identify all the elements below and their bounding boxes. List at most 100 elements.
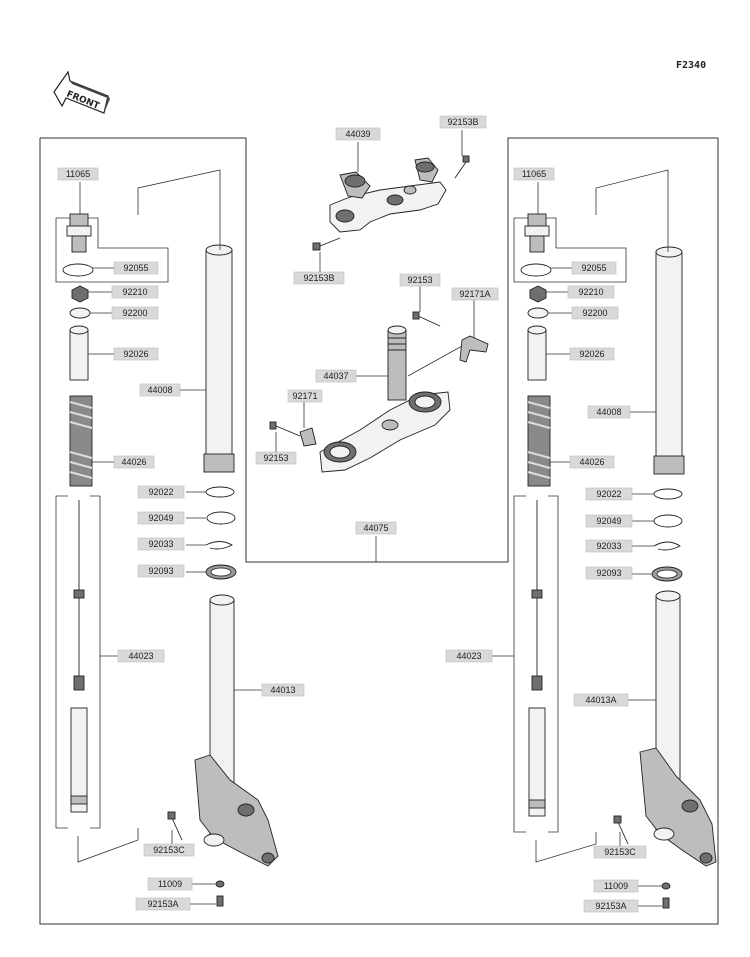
label-text: 11065 bbox=[522, 169, 546, 179]
label-left-gasket: 11009 bbox=[147, 877, 193, 891]
right-cap-part bbox=[524, 213, 550, 253]
label-text: 92153C bbox=[604, 847, 636, 857]
left-axle-bolt-part bbox=[167, 811, 183, 841]
label-text: 44039 bbox=[345, 129, 370, 139]
label-text: 44013 bbox=[270, 685, 295, 695]
right-axle-bolt-part bbox=[613, 815, 629, 845]
label-right-washer: 92200 bbox=[571, 306, 619, 320]
label-text: 44037 bbox=[323, 371, 348, 381]
label-text: 92026 bbox=[579, 349, 604, 359]
upper-bracket-lower-bolt-part bbox=[312, 237, 341, 251]
label-text: 92153B bbox=[303, 273, 334, 283]
label-bracket-92171: 92171 bbox=[287, 389, 323, 403]
label-right-drain-bolt: 92153A bbox=[583, 899, 639, 913]
label-text: 11009 bbox=[604, 881, 628, 891]
left-oring-part bbox=[62, 263, 94, 277]
label-text: 44023 bbox=[128, 651, 153, 661]
label-text: 44008 bbox=[596, 407, 621, 417]
clamp-part bbox=[459, 335, 489, 363]
label-left-inner-tube: 44013 bbox=[261, 683, 305, 697]
label-left-dust-seal: 92093 bbox=[137, 564, 185, 578]
label-text: 92055 bbox=[581, 263, 606, 273]
frames bbox=[39, 137, 719, 925]
left-dust-seal-part bbox=[205, 564, 237, 580]
left-nut-part bbox=[71, 285, 89, 303]
label-right-gasket: 11009 bbox=[593, 879, 639, 893]
label-left-oil-seal: 92049 bbox=[137, 511, 185, 525]
label-left-circlip: 92033 bbox=[137, 537, 185, 551]
right-gasket-part bbox=[661, 882, 671, 890]
label-right-dust-seal: 92093 bbox=[585, 566, 633, 580]
left-inner-tube-part bbox=[194, 594, 279, 867]
steering-stem-part bbox=[319, 325, 451, 473]
right-drain-bolt-part bbox=[662, 897, 670, 909]
label-text: 44008 bbox=[147, 385, 172, 395]
label-upper-bracket-bolt: 92153B bbox=[439, 115, 487, 129]
label-text: 92093 bbox=[148, 566, 173, 576]
label-right-axle-bolt: 92153C bbox=[593, 845, 647, 859]
label-stem-assy: 44075 bbox=[355, 521, 397, 535]
label-steering-stem: 44037 bbox=[315, 369, 357, 383]
label-text: 92153 bbox=[407, 275, 432, 285]
upper-bracket-part bbox=[329, 157, 447, 233]
right-nut-part bbox=[529, 285, 547, 303]
label-text: 92026 bbox=[123, 349, 148, 359]
label-text: 92171A bbox=[459, 289, 490, 299]
label-text: 92153C bbox=[153, 845, 185, 855]
label-right-oring: 92055 bbox=[571, 261, 617, 275]
left-washer-part bbox=[69, 307, 91, 319]
label-left-oring: 92055 bbox=[113, 261, 159, 275]
label-text: 44023 bbox=[456, 651, 481, 661]
label-text: 92200 bbox=[122, 308, 147, 318]
label-clamp: 92171A bbox=[451, 287, 499, 301]
label-left-collar: 92026 bbox=[113, 347, 159, 361]
left-outer-tube-part bbox=[203, 244, 235, 473]
label-text: 92055 bbox=[123, 263, 148, 273]
label-text: 92153B bbox=[447, 117, 478, 127]
left-cap-part bbox=[66, 213, 92, 253]
right-washer-part bbox=[527, 307, 549, 319]
label-left-outer-tube: 44008 bbox=[139, 383, 181, 397]
label-left-cylinder: 44023 bbox=[117, 649, 165, 663]
upper-bracket-bolt-part bbox=[454, 155, 470, 179]
label-text: 92171 bbox=[292, 391, 317, 401]
label-right-bush: 92022 bbox=[585, 487, 633, 501]
stem-bolt-part bbox=[412, 311, 441, 327]
label-text: 92033 bbox=[596, 541, 621, 551]
left-circlip-part bbox=[205, 541, 233, 550]
label-right-collar: 92026 bbox=[569, 347, 615, 361]
label-text: 92210 bbox=[122, 287, 147, 297]
label-left-washer: 92200 bbox=[111, 306, 159, 320]
label-text: 11065 bbox=[66, 169, 90, 179]
right-outer-tube-part bbox=[653, 246, 685, 475]
label-right-spring: 44026 bbox=[569, 455, 615, 469]
label-text: 44026 bbox=[121, 457, 146, 467]
right-circlip-part bbox=[653, 541, 681, 551]
label-upper-bracket-bolt-lower: 92153B bbox=[293, 271, 345, 285]
label-left-nut: 92210 bbox=[111, 285, 159, 299]
right-spring-part bbox=[527, 395, 551, 487]
left-bush-part bbox=[205, 486, 235, 498]
label-text: 92153A bbox=[147, 899, 178, 909]
stem-small-bolt-part bbox=[269, 421, 301, 437]
right-oil-seal-part bbox=[653, 514, 683, 528]
label-text: 11009 bbox=[158, 879, 182, 889]
left-oil-seal-part bbox=[206, 511, 236, 525]
label-text: 44013A bbox=[585, 695, 616, 705]
right-oring-part bbox=[520, 263, 552, 277]
label-right-circlip: 92033 bbox=[585, 539, 633, 553]
label-text: 92153A bbox=[595, 901, 626, 911]
label-left-spring: 44026 bbox=[113, 455, 155, 469]
label-right-oil-seal: 92049 bbox=[585, 514, 633, 528]
label-left-bush: 92022 bbox=[137, 485, 185, 499]
label-text: 92210 bbox=[578, 287, 603, 297]
left-spring-part bbox=[69, 395, 93, 487]
label-text: 92153 bbox=[263, 453, 288, 463]
label-text: 44026 bbox=[579, 457, 604, 467]
left-drain-bolt-part bbox=[216, 895, 224, 907]
label-text: 92049 bbox=[148, 513, 173, 523]
label-left-drain-bolt: 92153A bbox=[135, 897, 191, 911]
label-right-nut: 92210 bbox=[567, 285, 615, 299]
label-right-inner-tube: 44013A bbox=[573, 693, 629, 707]
